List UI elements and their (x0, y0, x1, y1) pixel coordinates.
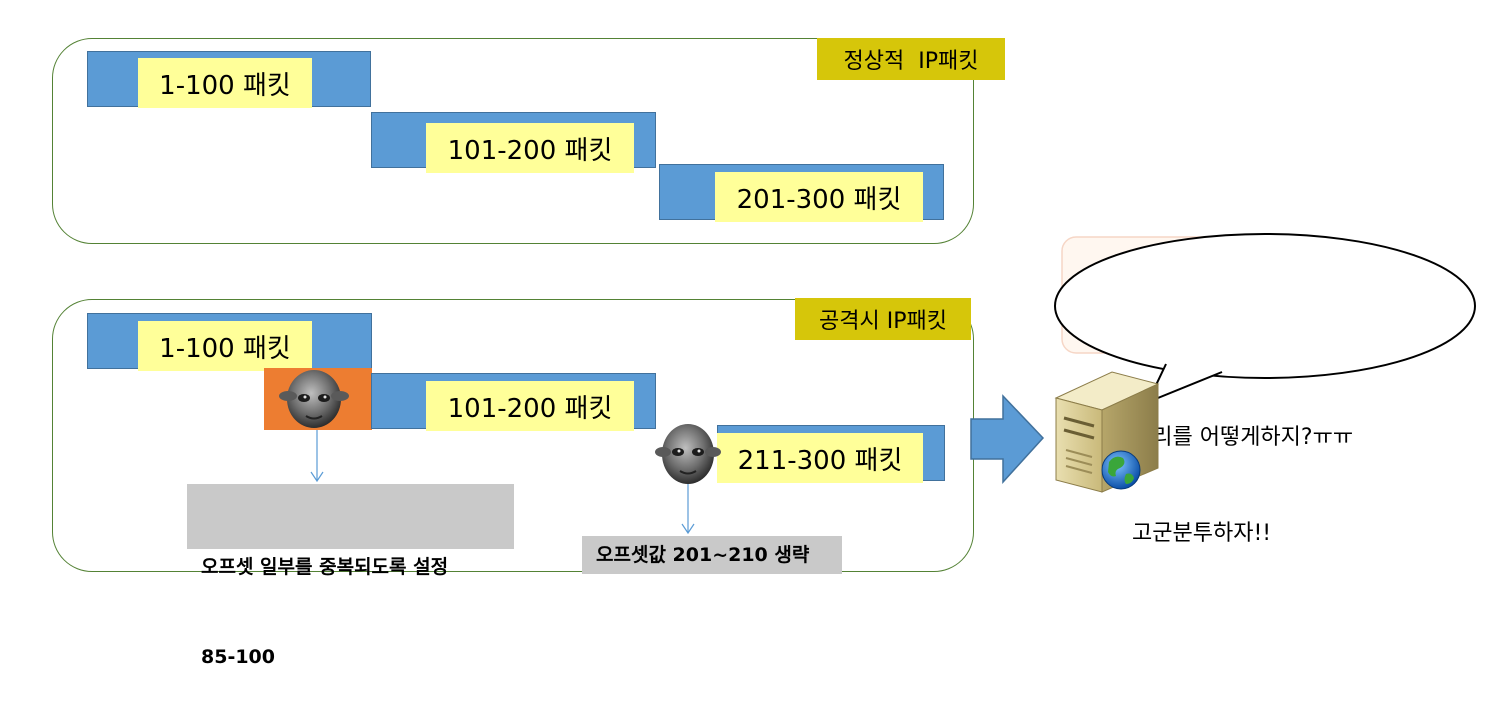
speech-line-2: 처리를 어떻게하지?ㅠㅠ (1132, 425, 1354, 450)
speech-line-1: 뭐야 엉망이네? (1132, 329, 1273, 354)
gap-offset-note: 오프셋값 201~210 생략 (582, 536, 842, 574)
overlap-region (264, 368, 372, 430)
speech-line-3: 고군분투하자!! (1132, 521, 1272, 546)
attack-packet-3-label: 211-300 패킷 (717, 433, 923, 483)
normal-packet-3-label: 201-300 패킷 (715, 172, 923, 222)
normal-packet-2-label: 101-200 패킷 (426, 123, 634, 173)
overlap-offset-note-line1: 오프셋 일부를 중복되도록 설정 (201, 556, 449, 578)
attack-packets-tag: 공격시 IP패킷 (795, 298, 971, 340)
attack-packet-2-label: 101-200 패킷 (426, 381, 634, 431)
overlap-offset-note-line2: 85-100 (201, 646, 275, 668)
speech-bubble-text: 뭐야 엉망이네? 처리를 어떻게하지?ㅠㅠ 고군분투하자!! (1132, 262, 1422, 546)
overlap-offset-note: 오프셋 일부를 중복되도록 설정 85-100 (187, 484, 514, 668)
normal-packet-1-label: 1-100 패킷 (138, 58, 312, 108)
normal-packets-tag: 정상적 IP패킷 (817, 38, 1005, 80)
attack-packet-1-label: 1-100 패킷 (138, 321, 312, 371)
arrow-right-icon (970, 394, 1045, 484)
